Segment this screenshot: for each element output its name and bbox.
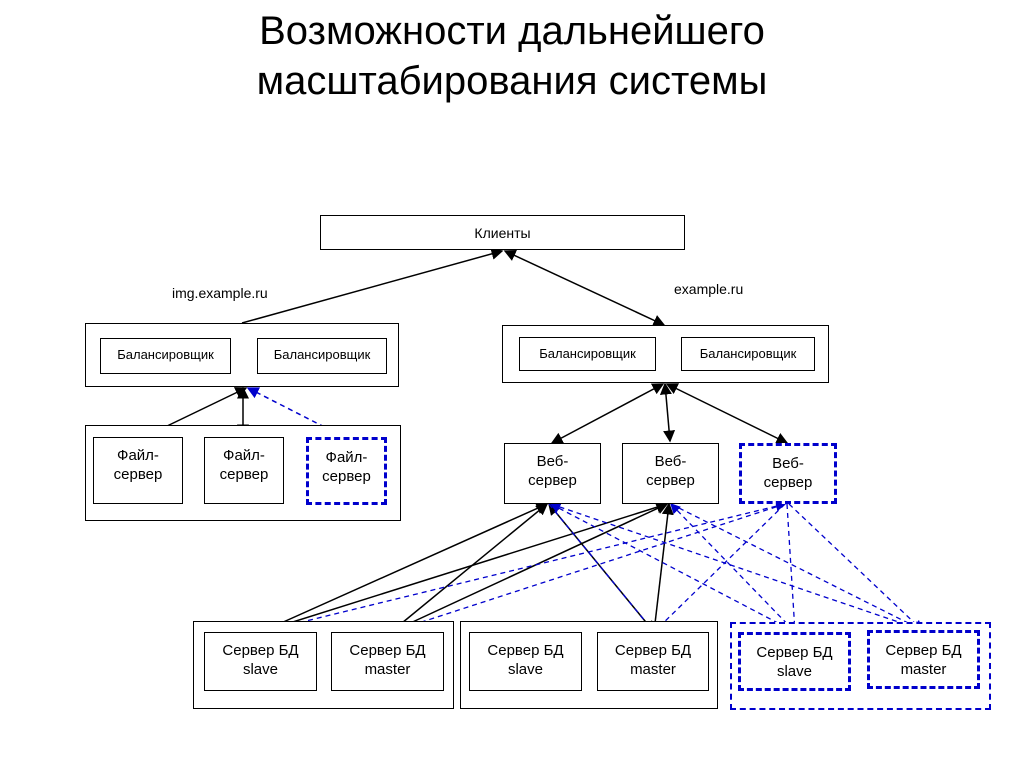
- balancer-label: Балансировщик: [117, 347, 214, 362]
- link-clients-img: [241, 248, 504, 324]
- slide-title: Возможности дальнейшего масштабирования …: [0, 6, 1024, 106]
- db-slave-1: Сервер БД slave: [204, 632, 317, 691]
- link-bal-web1: [550, 383, 665, 444]
- clients-box: Клиенты: [320, 215, 685, 250]
- link-clients-main: [503, 249, 666, 327]
- balancer-label: Балансировщик: [539, 346, 636, 361]
- file-server-line-2: сервер: [219, 466, 269, 483]
- web-server-1: Веб-сервер: [504, 443, 601, 504]
- file-server-line-2: сервер: [113, 466, 163, 483]
- db-master-line-1: Сервер БД: [885, 642, 962, 659]
- db-master-3-new: Сервер БД master: [867, 630, 980, 689]
- web-server-2: Веб-сервер: [622, 443, 719, 504]
- db-master-line-2: master: [630, 661, 676, 678]
- db-slave-line-1: Сервер БД: [487, 642, 564, 659]
- balancer-img-2: Балансировщик: [257, 338, 387, 374]
- clients-label: Клиенты: [474, 225, 531, 241]
- file-server-line-1: Файл-: [117, 447, 159, 464]
- balancer-img-1: Балансировщик: [100, 338, 231, 374]
- db-master-line-1: Сервер БД: [614, 642, 692, 659]
- db-slave-2: Сервер БД slave: [469, 632, 582, 691]
- db-master-line-2: master: [364, 661, 411, 678]
- web-server-line-1: Веб-: [772, 455, 804, 472]
- file-server-line-1: Файл-: [325, 449, 368, 466]
- web-server-line-1: Веб-: [654, 453, 687, 470]
- slide-title-line-1: Возможности дальнейшего: [259, 9, 765, 53]
- file-server-1: Файл-сервер: [93, 437, 183, 504]
- db-master-line-1: Сервер БД: [349, 642, 426, 659]
- slide-title-line-2: масштабирования системы: [256, 59, 768, 103]
- file-server-line-1: Файл-: [223, 447, 265, 464]
- balancer-main-2: Балансировщик: [681, 337, 815, 371]
- web-server-line-2: сервер: [763, 474, 813, 491]
- db-master-2: Сервер БД master: [597, 632, 709, 691]
- domain-img-label: img.example.ru: [172, 285, 268, 301]
- db-slave-3-new: Сервер БД slave: [738, 632, 851, 691]
- balancer-label: Балансировщик: [699, 346, 797, 361]
- web-server-3-new: Веб-сервер: [739, 443, 837, 504]
- db-slave-line-1: Сервер БД: [756, 644, 833, 661]
- file-server-line-2: сервер: [322, 468, 371, 485]
- web-server-line-1: Веб-: [536, 453, 569, 470]
- domain-main-label: example.ru: [674, 281, 744, 297]
- file-server-3-new: Файл-сервер: [306, 437, 387, 505]
- link-bal-web2: [659, 382, 676, 443]
- db-slave-line-2: slave: [242, 661, 278, 678]
- balancer-label: Балансировщик: [273, 347, 371, 362]
- db-slave-line-2: slave: [776, 663, 812, 680]
- db-master-line-2: master: [900, 661, 947, 678]
- db-slave-line-1: Сервер БД: [222, 642, 299, 659]
- db-slave-line-2: slave: [507, 661, 543, 678]
- db-master-1: Сервер БД master: [331, 632, 444, 691]
- file-server-2: Файл-сервер: [204, 437, 284, 504]
- web-server-line-2: сервер: [646, 472, 695, 489]
- balancer-main-1: Балансировщик: [519, 337, 656, 371]
- link-bal-web3: [665, 383, 789, 444]
- web-server-line-2: сервер: [528, 472, 577, 489]
